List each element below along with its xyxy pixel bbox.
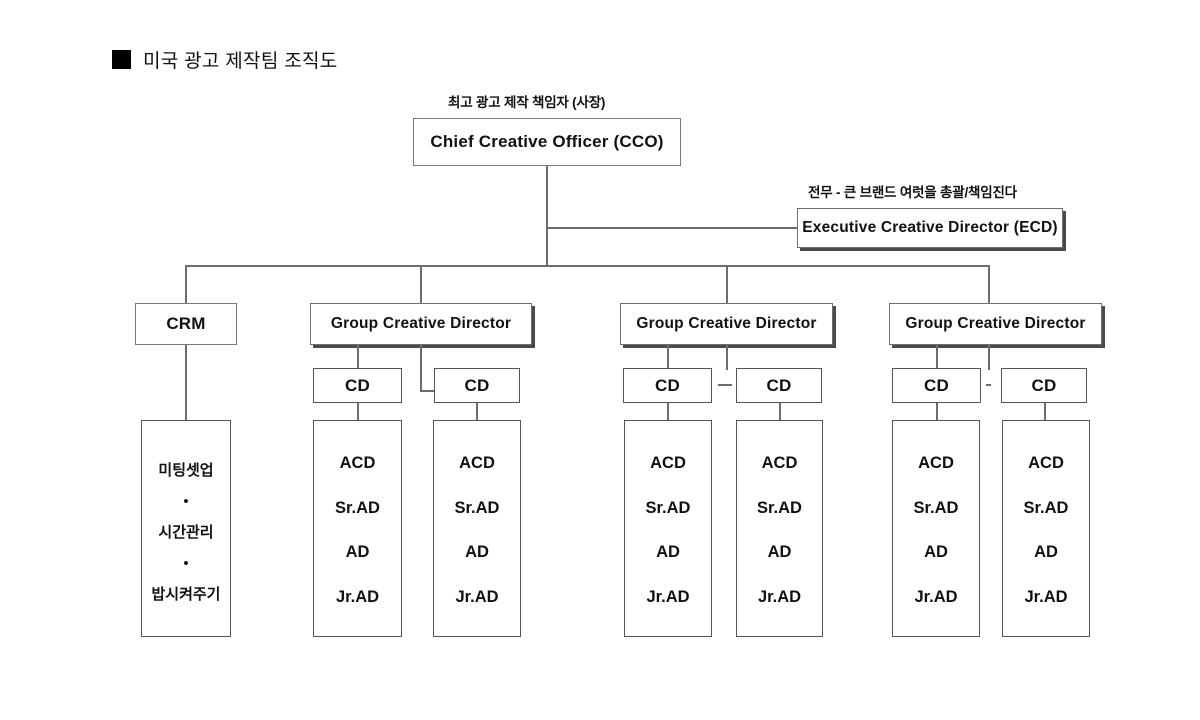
team-1a-role-1: Sr.AD — [335, 498, 380, 517]
team-3b-role-1: Sr.AD — [1023, 498, 1069, 517]
team-3b-role-2: AD — [1034, 543, 1058, 561]
node-cd-1b[interactable]: CD — [434, 368, 520, 403]
connector-cco-to-ecd — [546, 227, 797, 229]
node-cd-3a-label: CD — [924, 375, 949, 395]
crm-duties-box: 미팅셋업 • 시간관리 • 밥시켜주기 — [141, 420, 231, 637]
page-title-text: 미국 광고 제작팀 조직도 — [143, 51, 338, 72]
connector-gcd-2-stem — [726, 345, 728, 370]
crm-duty-separator-1: • — [183, 493, 189, 510]
team-1a-role-3: Jr.AD — [335, 587, 380, 606]
connector-bus-to-gcd-1 — [420, 265, 422, 303]
connector-gcd-2-to-cd-a — [667, 345, 669, 368]
team-box-1b: ACD Sr.AD AD Jr.AD — [433, 420, 521, 637]
node-cd-3b[interactable]: CD — [1001, 368, 1087, 403]
node-gcd-1[interactable]: Group Creative Director — [310, 303, 532, 345]
connector-main-bus — [185, 265, 989, 267]
node-gcd-2[interactable]: Group Creative Director — [620, 303, 833, 345]
team-box-3a: ACD Sr.AD AD Jr.AD — [892, 420, 980, 637]
connector-gcd-2-dash — [718, 384, 732, 386]
team-2b-role-1: Sr.AD — [757, 498, 802, 517]
team-2a-role-2: AD — [656, 543, 680, 561]
team-2b-role-3: Jr.AD — [757, 587, 802, 606]
node-cco-label: Chief Creative Officer (CCO) — [430, 132, 664, 151]
team-box-2b: ACD Sr.AD AD Jr.AD — [736, 420, 823, 637]
team-3b-role-0: ACD — [1028, 454, 1064, 472]
crm-duty-0: 미팅셋업 — [158, 462, 214, 479]
node-cd-3a[interactable]: CD — [892, 368, 981, 403]
team-1a-role-2: AD — [345, 543, 370, 561]
connector-cd-2a-to-team — [667, 403, 669, 420]
team-box-3b: ACD Sr.AD AD Jr.AD — [1002, 420, 1090, 637]
connector-gcd-1-elbow — [420, 390, 438, 392]
team-3a-role-3: Jr.AD — [914, 587, 958, 606]
node-gcd-1-label: Group Creative Director — [330, 315, 512, 332]
connector-bus-to-gcd-2 — [726, 265, 728, 303]
connector-gcd-3-to-cd-a — [936, 345, 938, 368]
connector-cd-1a-to-team — [357, 403, 359, 420]
connector-gcd-1-to-cd-a — [357, 345, 359, 368]
team-2a-role-1: Sr.AD — [645, 498, 691, 517]
connector-gcd-1-stem — [420, 345, 422, 392]
node-cd-1b-label: CD — [464, 375, 490, 395]
connector-gcd-3-dot — [986, 384, 991, 386]
node-crm[interactable]: CRM — [135, 303, 237, 345]
connector-crm-to-duties — [185, 345, 187, 420]
node-gcd-3-label: Group Creative Director — [905, 315, 1086, 332]
connector-cd-3b-to-team — [1044, 403, 1046, 420]
team-2b-role-2: AD — [767, 543, 792, 561]
crm-duty-4: 밥시켜주기 — [151, 586, 221, 603]
connector-cd-3a-to-team — [936, 403, 938, 420]
node-gcd-2-label: Group Creative Director — [636, 315, 817, 332]
crm-duty-separator-3: • — [183, 555, 189, 572]
team-3a-role-2: AD — [924, 543, 948, 561]
team-3a-role-0: ACD — [918, 454, 954, 472]
team-3a-role-1: Sr.AD — [913, 498, 959, 517]
team-3b-role-3: Jr.AD — [1024, 587, 1068, 606]
team-1a-role-0: ACD — [339, 454, 376, 472]
bullet-square-icon — [112, 50, 131, 69]
team-1b-role-3: Jr.AD — [455, 587, 499, 606]
team-2a-role-0: ACD — [650, 454, 686, 472]
team-1b-role-2: AD — [465, 543, 489, 561]
node-cd-2b[interactable]: CD — [736, 368, 822, 403]
node-cd-2a-label: CD — [655, 375, 680, 395]
connector-cd-1b-to-team — [476, 403, 478, 420]
node-ecd[interactable]: Executive Creative Director (ECD) — [797, 208, 1063, 248]
ecd-caption: 전무 - 큰 브랜드 여럿을 총괄/책임진다 — [808, 185, 1017, 200]
node-cd-1a-label: CD — [345, 375, 370, 395]
team-1b-role-0: ACD — [459, 454, 495, 472]
node-ecd-label: Executive Creative Director (ECD) — [802, 219, 1058, 236]
page-title: 미국 광고 제작팀 조직도 — [112, 46, 338, 73]
node-cd-1a[interactable]: CD — [313, 368, 402, 403]
connector-bus-to-crm — [185, 265, 187, 303]
connector-gcd-3-stem — [988, 345, 990, 370]
node-cco[interactable]: Chief Creative Officer (CCO) — [413, 118, 681, 166]
team-2b-role-0: ACD — [761, 454, 798, 472]
crm-duty-2: 시간관리 — [158, 524, 214, 541]
node-crm-label: CRM — [166, 314, 206, 333]
connector-cd-2b-to-team — [779, 403, 781, 420]
node-gcd-3[interactable]: Group Creative Director — [889, 303, 1102, 345]
connector-cco-trunk — [546, 166, 548, 266]
connector-bus-to-gcd-3 — [988, 265, 990, 303]
team-box-2a: ACD Sr.AD AD Jr.AD — [624, 420, 712, 637]
node-cd-3b-label: CD — [1031, 375, 1057, 395]
team-2a-role-3: Jr.AD — [646, 587, 690, 606]
cco-caption: 최고 광고 제작 책임자 (사장) — [448, 95, 606, 110]
team-box-1a: ACD Sr.AD AD Jr.AD — [313, 420, 402, 637]
node-cd-2b-label: CD — [766, 375, 792, 395]
node-cd-2a[interactable]: CD — [623, 368, 712, 403]
team-1b-role-1: Sr.AD — [454, 498, 500, 517]
